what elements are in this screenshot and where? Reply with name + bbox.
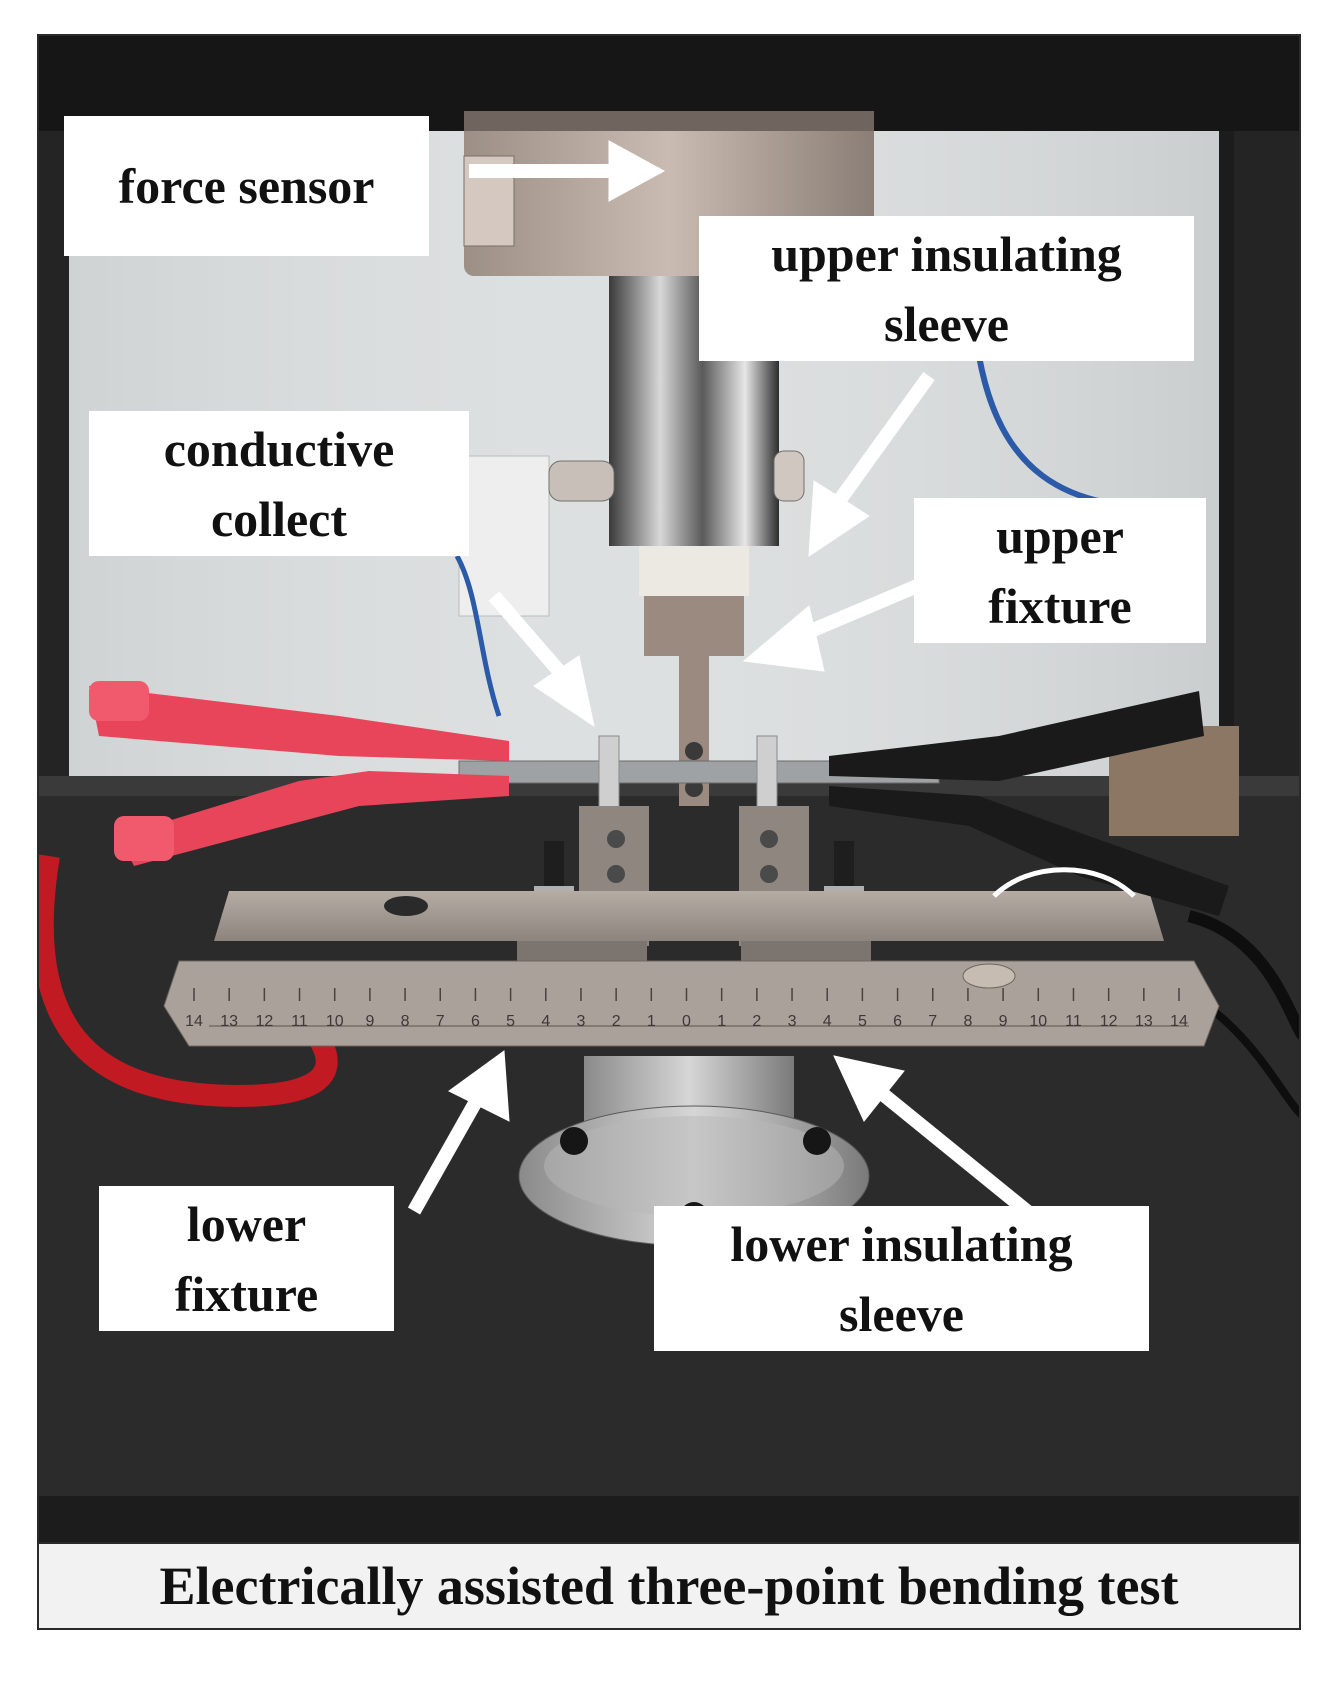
- label-lower-insulating-sleeve-line2: sleeve: [839, 1285, 964, 1342]
- ruler-tick-label: 3: [577, 1013, 586, 1030]
- black-clip: [829, 691, 1229, 916]
- label-upper-fixture-line1: upper: [996, 507, 1124, 564]
- label-upper-insulating-sleeve: upper insulating sleeve: [699, 216, 1194, 361]
- ruler-tick-label: 14: [185, 1013, 203, 1030]
- upper-fixture-body: [644, 596, 744, 656]
- ruler-tick-label: 10: [326, 1013, 344, 1030]
- ruler-tick-label: 12: [1100, 1013, 1118, 1030]
- ruler-tick-label: 13: [220, 1013, 238, 1030]
- ruler-tick-label: 12: [255, 1013, 273, 1030]
- ruler-tick-label: 3: [788, 1013, 797, 1030]
- ruler-tick-label: 11: [291, 1013, 308, 1030]
- ruler-tick-label: 14: [1170, 1013, 1188, 1030]
- label-lower-fixture-line2: fixture: [174, 1265, 319, 1322]
- ruler-tick-label: 8: [401, 1013, 410, 1030]
- ruler-tick-label: 4: [823, 1013, 832, 1030]
- ruler-tick-label: 2: [752, 1013, 761, 1030]
- label-upper-fixture-line2: fixture: [988, 577, 1132, 634]
- ruler-tick-label: 1: [717, 1013, 726, 1030]
- label-force-sensor: force sensor: [64, 116, 429, 256]
- ruler-tick-label: 0: [682, 1013, 691, 1030]
- red-clip: [89, 681, 509, 866]
- ruler-tick-label: 5: [506, 1013, 515, 1030]
- caption-bar: Electrically assisted three-point bendin…: [37, 1542, 1301, 1630]
- ruler-tick-label: 10: [1029, 1013, 1047, 1030]
- ruler-tick-label: 7: [928, 1013, 937, 1030]
- label-upper-insulating-sleeve-line1: upper insulating: [771, 225, 1122, 282]
- ruler-tick-label: 7: [436, 1013, 445, 1030]
- lower-fixture-rail: [214, 891, 1164, 941]
- ruler-tick-label: 1: [647, 1013, 656, 1030]
- ruler-tick-label: 8: [963, 1013, 972, 1030]
- label-lower-insulating-sleeve: lower insulating sleeve: [654, 1206, 1149, 1351]
- ruler-tick-label: 2: [612, 1013, 621, 1030]
- annotation-arrows: [407, 140, 1044, 1227]
- label-force-sensor-text: force sensor: [118, 158, 375, 214]
- ruler-tick-label: 5: [858, 1013, 867, 1030]
- ruler-tick-label: 6: [471, 1013, 480, 1030]
- label-conductive-collect-line1: conductive: [163, 420, 395, 477]
- ruler-tick-label: 13: [1135, 1013, 1153, 1030]
- label-lower-fixture-line1: lower: [186, 1195, 307, 1252]
- label-lower-fixture: lower fixture: [99, 1186, 394, 1331]
- label-upper-insulating-sleeve-line2: sleeve: [884, 295, 1009, 352]
- ruler-tick-label: 9: [999, 1013, 1008, 1030]
- label-upper-fixture: upper fixture: [914, 498, 1206, 643]
- label-lower-insulating-sleeve-line1: lower insulating: [730, 1215, 1073, 1272]
- label-conductive-collect: conductive collect: [89, 411, 469, 556]
- label-conductive-collect-line2: collect: [210, 490, 347, 547]
- ruler-tick-label: 4: [541, 1013, 550, 1030]
- ruler-tick-label: 11: [1065, 1013, 1082, 1030]
- figure-caption: Electrically assisted three-point bendin…: [159, 1556, 1179, 1616]
- ruler-tick-label: 6: [893, 1013, 902, 1030]
- ruler-tick-label: 9: [365, 1013, 374, 1030]
